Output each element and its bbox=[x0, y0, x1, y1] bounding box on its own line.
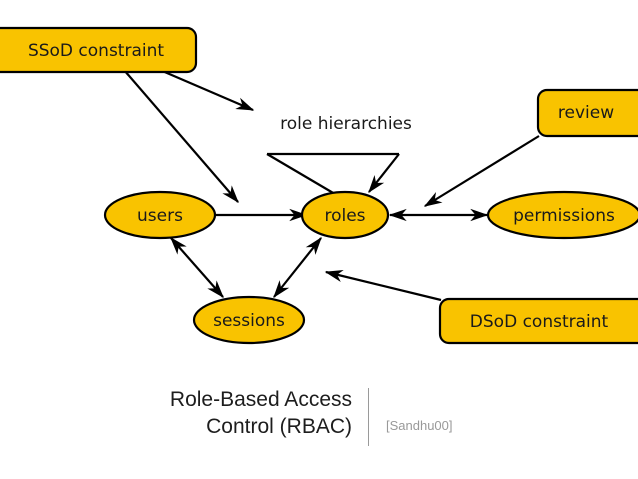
roles-ellipse bbox=[300, 190, 390, 240]
node-sessions[interactable]: sessions bbox=[192, 295, 306, 345]
node-users[interactable]: users bbox=[103, 190, 217, 240]
caption-title-line1: Role-Based Access bbox=[169, 388, 352, 411]
permissions-label: permissions bbox=[513, 206, 615, 226]
review-label: review bbox=[558, 103, 614, 123]
node-review[interactable]: review bbox=[536, 88, 638, 138]
node-dsod-constraint[interactable]: DSoD constraint bbox=[438, 297, 638, 345]
caption-divider bbox=[368, 388, 369, 446]
users-ellipse bbox=[103, 190, 217, 240]
role-hierarchies-label: role hierarchies bbox=[280, 114, 412, 134]
ssod-constraint-box bbox=[0, 26, 198, 74]
caption-citation: [Sandhu00] bbox=[386, 418, 453, 433]
dsod-constraint-box bbox=[438, 297, 638, 345]
node-ssod-constraint[interactable]: SSoD constraint bbox=[0, 26, 198, 74]
edge-dsod-to-role-session bbox=[324, 269, 442, 302]
node-permissions[interactable]: permissions bbox=[486, 190, 638, 240]
permissions-ellipse bbox=[486, 190, 638, 240]
edge-review-to-role-permission bbox=[423, 135, 540, 207]
caption: Role-Based Access Control (RBAC) [Sandhu… bbox=[0, 386, 638, 456]
edge-ssod-to-user-role-assignment bbox=[123, 69, 239, 203]
roles-label: roles bbox=[324, 206, 365, 226]
edge-ssod-to-role-hierarchies bbox=[159, 68, 255, 112]
edge-role-hierarchy-left-leg bbox=[266, 153, 341, 198]
edge-role-hierarchy-right-leg bbox=[368, 153, 400, 194]
node-roles[interactable]: roles bbox=[300, 190, 390, 240]
edge-roles-sessions bbox=[273, 236, 322, 299]
edge-users-sessions bbox=[170, 237, 224, 298]
sessions-label: sessions bbox=[213, 311, 285, 331]
users-label: users bbox=[137, 206, 183, 226]
caption-title-line2: Control (RBAC) bbox=[206, 415, 352, 438]
caption-title: Role-Based Access Control (RBAC) bbox=[112, 386, 368, 440]
review-box bbox=[536, 88, 638, 138]
ssod-constraint-label: SSoD constraint bbox=[28, 41, 164, 61]
sessions-ellipse bbox=[192, 295, 306, 345]
dsod-constraint-label: DSoD constraint bbox=[470, 312, 609, 332]
